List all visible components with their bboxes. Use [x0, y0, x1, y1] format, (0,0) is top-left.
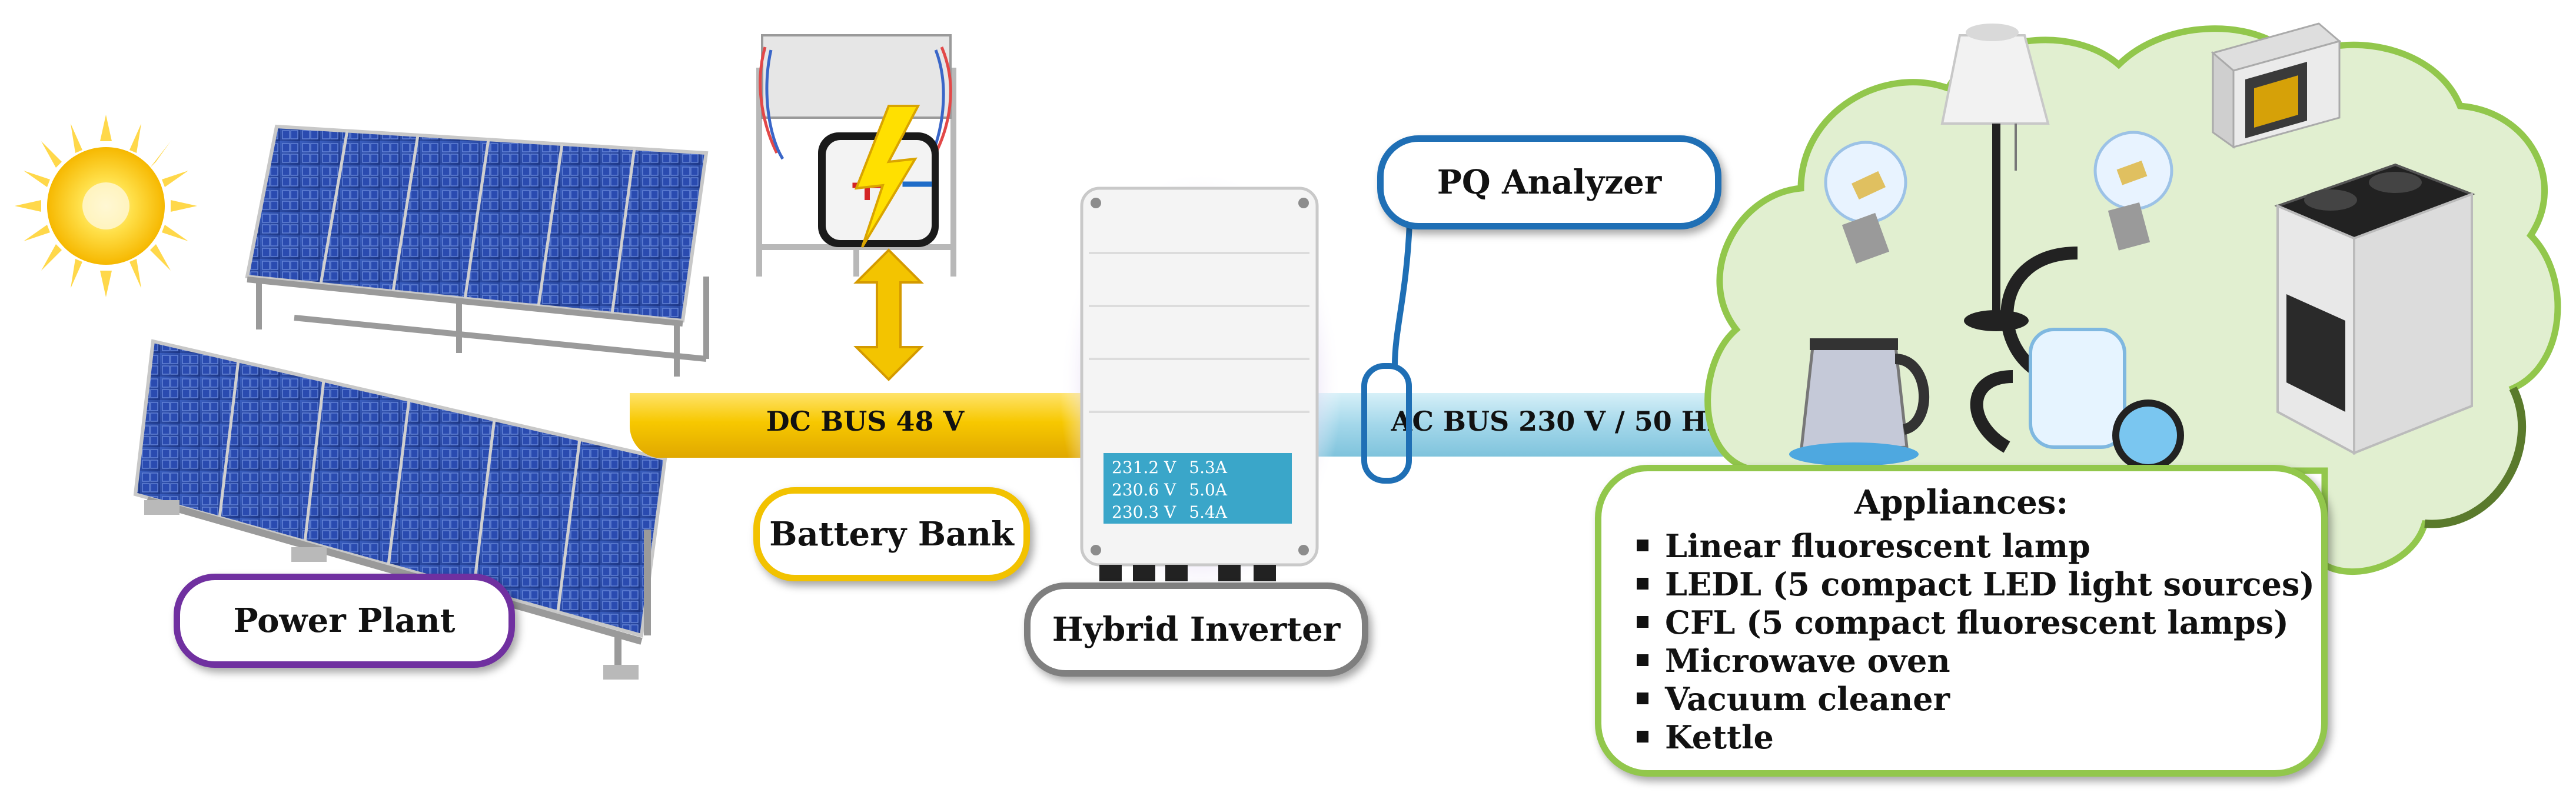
display-row: 230.3 V 5.4A — [1112, 501, 1284, 524]
bullet-icon — [1637, 615, 1648, 628]
bullet-icon — [1637, 577, 1648, 590]
vacuum-cleaner-icon — [1970, 247, 2184, 471]
bullet-icon — [1637, 730, 1648, 743]
power-plant-label: Power Plant — [174, 574, 515, 668]
appliance-label: LEDL (5 compact LED light sources) — [1665, 565, 2315, 603]
list-item: LEDL (5 compact LED light sources) — [1637, 565, 2315, 604]
current-reading: 5.3A — [1189, 458, 1228, 477]
dc-bus-label: DC BUS 48 V — [766, 405, 965, 437]
display-row: 231.2 V 5.3A — [1112, 457, 1284, 479]
voltage-reading: 230.6 V — [1112, 480, 1176, 500]
current-reading: 5.0A — [1189, 480, 1228, 500]
solar-array-back — [245, 124, 709, 377]
sun-icon — [15, 115, 197, 297]
hybrid-inverter-icon — [1059, 171, 1342, 600]
list-item: Linear fluorescent lamp — [1637, 527, 2315, 565]
ac-bus-label: AC BUS 230 V / 50 Hz — [1391, 405, 1723, 437]
appliance-label: Kettle — [1665, 718, 1774, 756]
kettle-icon — [1789, 338, 1930, 466]
voltage-reading: 231.2 V — [1112, 458, 1176, 477]
display-row: 230.6 V 5.0A — [1112, 479, 1284, 501]
battery-bank-label: Battery Bank — [753, 487, 1030, 581]
list-item: Microwave oven — [1637, 642, 2315, 680]
pq-analyzer-label: PQ Analyzer — [1377, 135, 1721, 229]
stove-icon — [2274, 163, 2475, 455]
bulb-left-icon — [1824, 141, 1907, 264]
bullet-icon — [1637, 654, 1648, 666]
ac-bus: AC BUS 230 V / 50 Hz — [1312, 393, 1760, 457]
current-reading: 5.4A — [1189, 502, 1228, 522]
bullet-icon — [1637, 539, 1648, 551]
microwave-icon — [2211, 22, 2342, 149]
appliance-label: Microwave oven — [1665, 642, 1950, 680]
appliance-label: Linear fluorescent lamp — [1665, 527, 2090, 565]
dc-bus: DC BUS 48 V — [629, 393, 1083, 458]
pq-connection — [1361, 223, 1412, 484]
inverter-display: 231.2 V 5.3A 230.6 V 5.0A 230.3 V 5.4A — [1103, 453, 1292, 524]
list-item: Kettle — [1637, 718, 2315, 757]
bullet-icon — [1637, 692, 1648, 704]
floor-lamp-icon — [1940, 24, 2050, 331]
lightning-icon — [854, 105, 920, 248]
list-item: Vacuum cleaner — [1637, 680, 2315, 718]
appliance-label: Vacuum cleaner — [1665, 680, 1950, 718]
battery-bank-icon: + − — [756, 34, 956, 277]
appliances-list: Linear fluorescent lamp LEDL (5 compact … — [1637, 527, 2315, 757]
battery-arrow-icon — [853, 248, 924, 381]
voltage-reading: 230.3 V — [1112, 502, 1176, 522]
bulb-right-icon — [2093, 131, 2173, 251]
appliance-label: CFL (5 compact fluorescent lamps) — [1665, 604, 2289, 641]
list-item: CFL (5 compact fluorescent lamps) — [1637, 604, 2315, 642]
solar-array-front — [133, 339, 667, 680]
appliances-title: Appliances: — [1854, 483, 2069, 522]
appliances-box: Appliances: Linear fluorescent lamp LEDL… — [1595, 465, 2328, 777]
hybrid-inverter-label: Hybrid Inverter — [1024, 582, 1368, 677]
